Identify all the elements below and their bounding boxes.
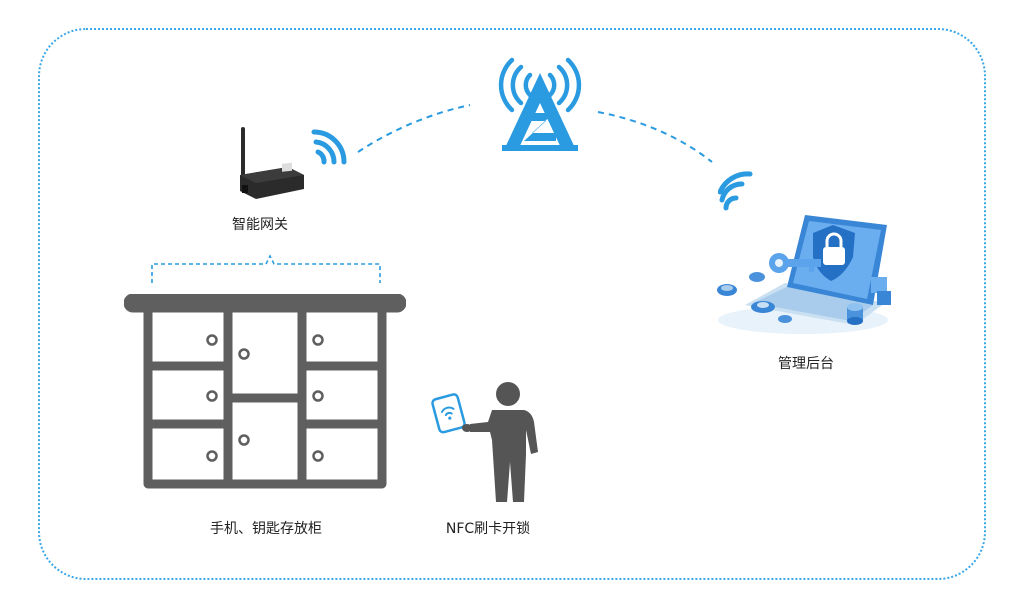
gateway-to-cabinet-bracket [151, 254, 381, 283]
person-label: NFC刷卡开锁 [445, 521, 531, 537]
gateway-to-tower-link [357, 104, 471, 153]
cabinet-label: 手机、钥匙存放柜 [210, 521, 322, 537]
tower-to-backend-link [597, 111, 713, 163]
gateway-wifi-icon [311, 129, 347, 165]
locker-cabinet-icon [124, 294, 406, 489]
diagram-frame [38, 28, 986, 580]
gateway-label: 智能网关 [232, 217, 288, 233]
backend-wifi-icon [718, 171, 753, 211]
backend-label: 管理后台 [778, 356, 834, 372]
zigbee-tower-icon [498, 57, 582, 151]
wireless-gateway-icon [240, 127, 304, 199]
laptop-security-icon [717, 215, 891, 334]
person-nfc-card-icon [431, 382, 538, 502]
